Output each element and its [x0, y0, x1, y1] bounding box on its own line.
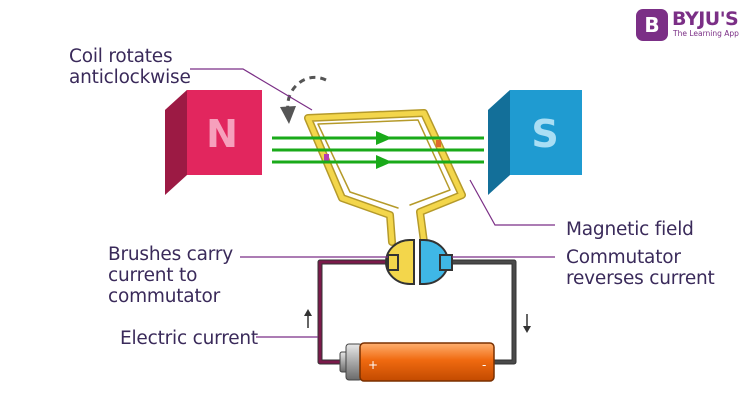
logo-mark: B: [636, 9, 668, 41]
north-magnet: N: [165, 90, 262, 195]
commutator-left-half: [385, 239, 415, 285]
magnetic-field-lines: [272, 131, 484, 169]
battery-positive-sign: +: [368, 358, 378, 372]
logo-name: BYJU'S: [672, 8, 739, 30]
label-coil-rotates: Coil rotates anticlockwise: [69, 46, 191, 88]
field-arrow-1: [376, 131, 392, 145]
leader-magnetic-field: [469, 179, 555, 226]
south-pole-letter: S: [531, 112, 558, 156]
north-pole-letter: N: [206, 112, 238, 156]
label-electric-current: Electric current: [120, 328, 258, 349]
brush-right: [439, 254, 453, 271]
arrow-up-icon: [304, 309, 312, 328]
field-arrow-2: [376, 155, 392, 169]
coil: [304, 109, 466, 246]
commutator: [385, 239, 453, 285]
battery-negative-sign: -: [482, 358, 486, 372]
leader-lines: [190, 68, 555, 338]
coil-marker-left: [324, 154, 329, 161]
coil-inner-outline: [317, 119, 451, 209]
label-magnetic-field: Magnetic field: [566, 219, 694, 240]
coil-loop: [305, 110, 465, 245]
south-magnet: S: [488, 90, 582, 195]
wire-left-inner: [318, 260, 388, 364]
label-brushes: Brushes carry current to commutator: [108, 244, 234, 307]
curved-dashed-arrow-icon: [280, 75, 327, 124]
logo-tagline: The Learning App: [673, 29, 739, 38]
wire-right-inner: [450, 260, 516, 364]
battery-body: [359, 342, 495, 382]
battery: + -: [339, 342, 495, 382]
leader-coil: [190, 68, 313, 111]
byjus-logo: B BYJU'S The Learning App: [636, 8, 744, 43]
label-commutator: Commutator reverses current: [566, 247, 715, 289]
arrow-down-icon: [523, 314, 531, 333]
brush-left: [387, 254, 399, 271]
coil-marker-right: [436, 140, 441, 147]
